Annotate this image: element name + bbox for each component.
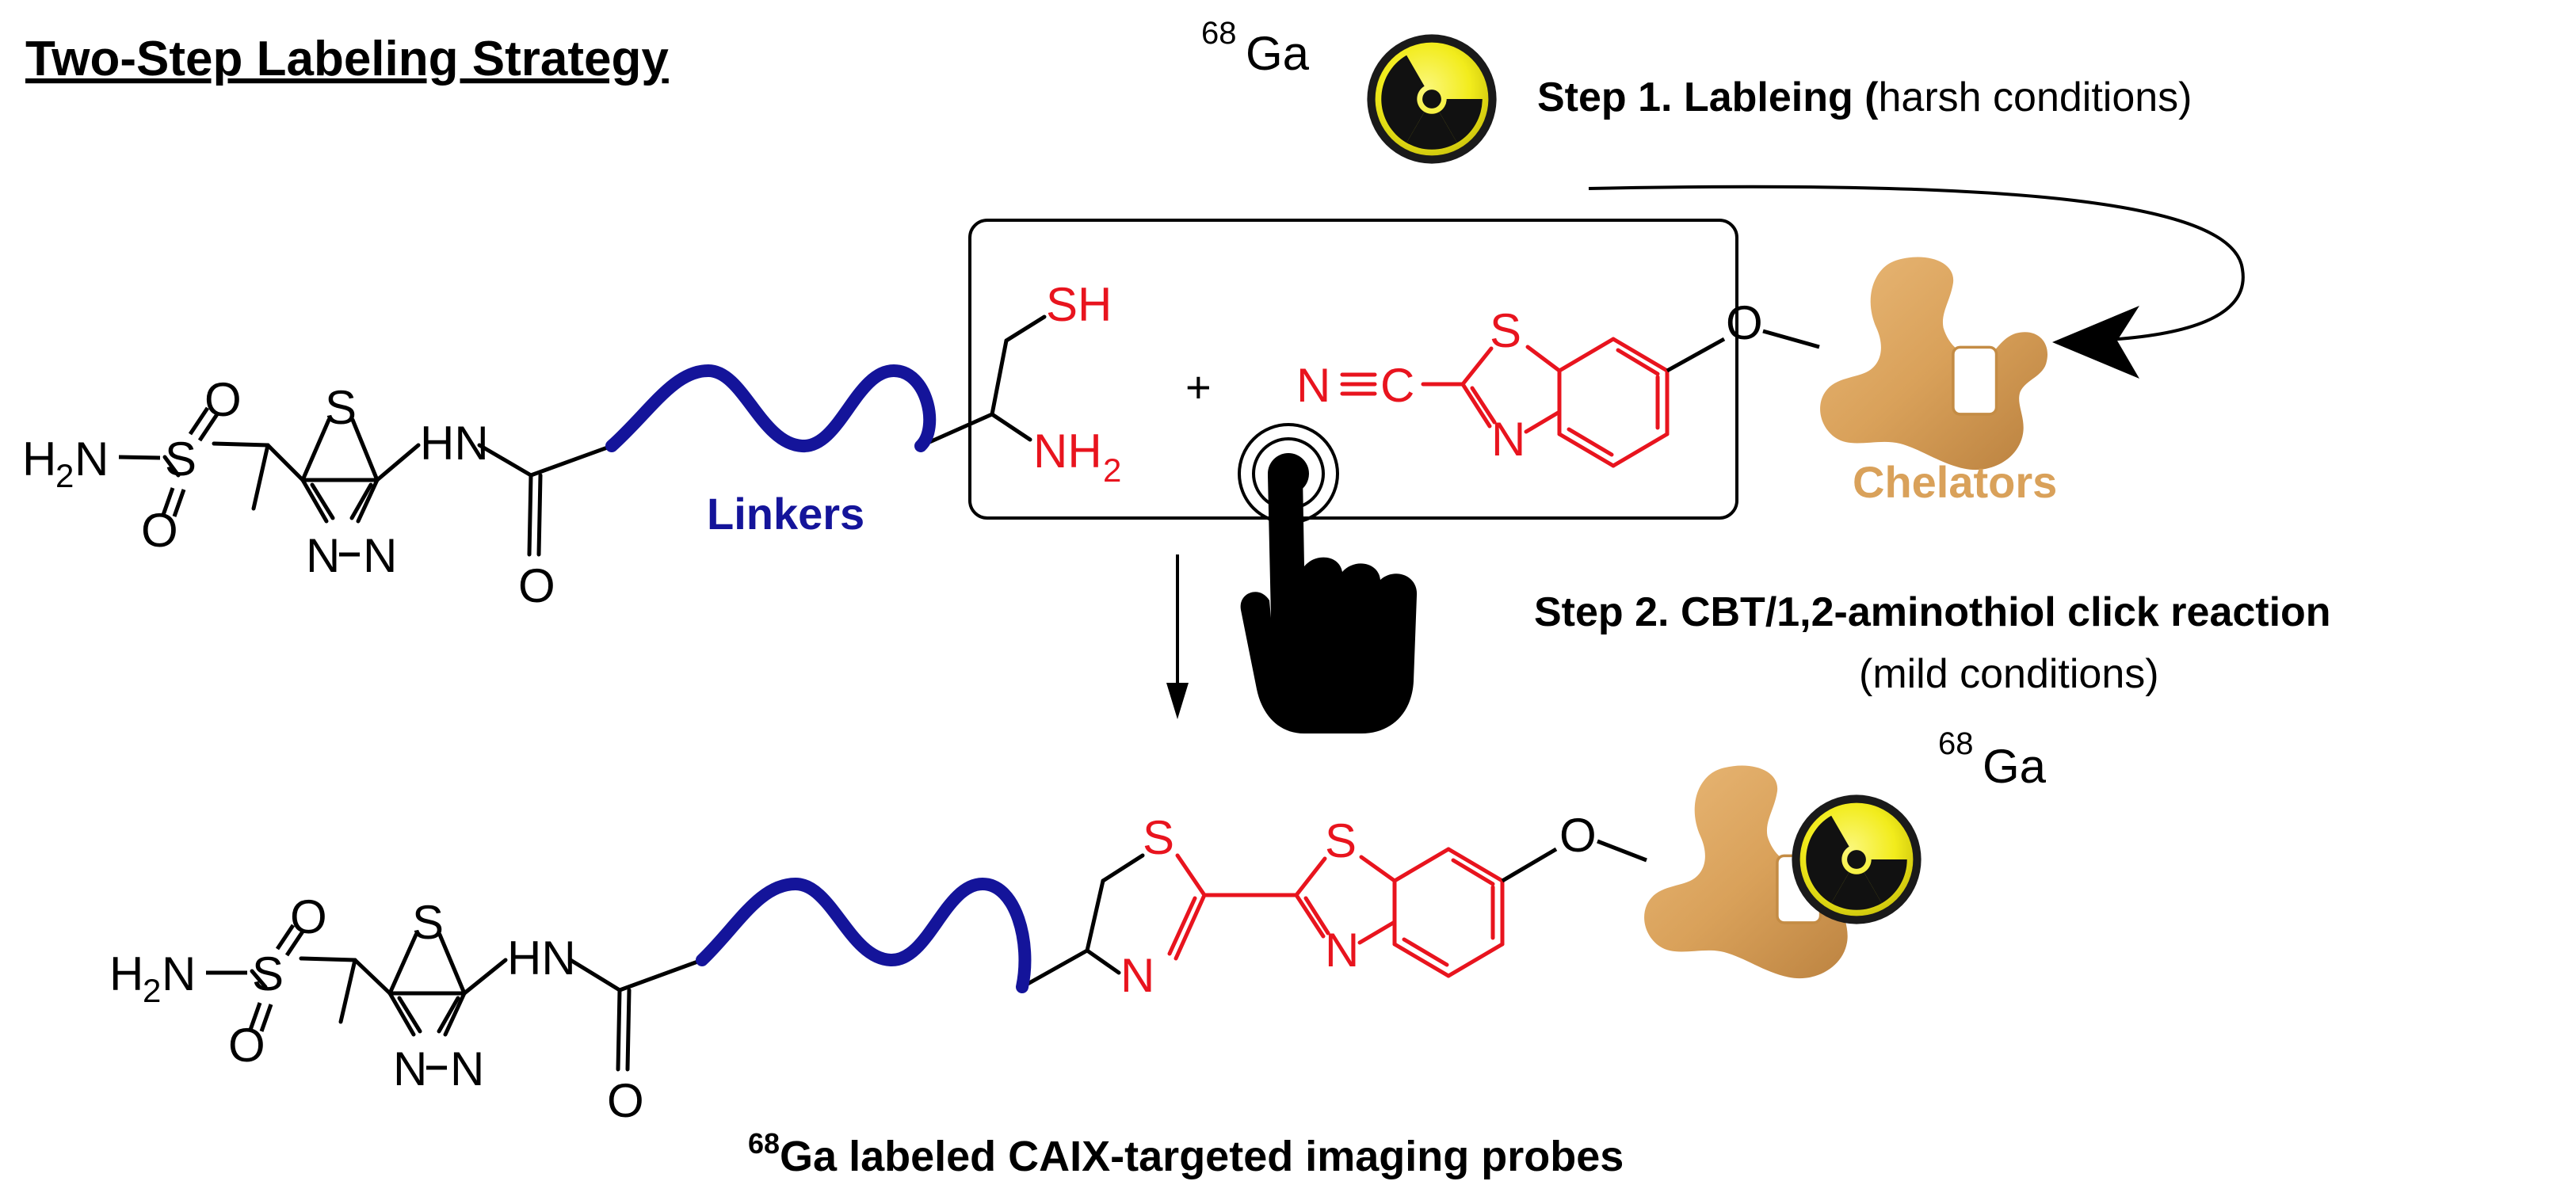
- top-thiadiazole-n2: N: [363, 529, 397, 582]
- product-isotope-mass: 68: [1938, 726, 1974, 761]
- bottom-thiadiazole-s: S: [412, 896, 444, 949]
- bottom-thiazoline-n: N: [1120, 949, 1154, 1002]
- bottom-thiadiazole-n1: N: [393, 1042, 427, 1095]
- bottom-h2n-n: N: [162, 947, 196, 1000]
- radioactive-icon: [1367, 34, 1497, 165]
- top-amide-o: O: [518, 559, 555, 612]
- top-h2n-n: N: [74, 432, 109, 486]
- bottom-h2n-sub: 2: [143, 972, 161, 1009]
- tap-gesture-icon: [1238, 423, 1418, 733]
- top-so-bond1: [188, 406, 210, 436]
- bottom-benzothiazole-s: S: [1325, 814, 1357, 867]
- chelator-icon: [1818, 255, 2049, 471]
- top-thiadiazole-s: S: [325, 381, 357, 434]
- bottom-thiadiazole-n2: N: [450, 1042, 484, 1095]
- bottom-thiazoline-s: S: [1143, 811, 1174, 864]
- scheme-title: Two-Step Labeling Strategy: [25, 32, 669, 86]
- product-caption-text: Ga labeled CAIX-targeted imaging probes: [780, 1133, 1624, 1180]
- curved-arrow-icon: [1588, 185, 2245, 342]
- top-sulfonyl-o2: O: [141, 504, 178, 557]
- bottom-amide-hn: HN: [507, 932, 576, 985]
- cbt-cyano-c: C: [1380, 359, 1414, 412]
- step2-label: Step 2. CBT/1,2-aminothiol click reactio…: [1534, 589, 2331, 635]
- step1-label-bold: Step 1. Lableing (: [1537, 74, 1879, 120]
- bottom-so-bond2b: [259, 1004, 273, 1032]
- aminothiol-nh-sub: 2: [1103, 452, 1121, 489]
- curved-arrow-head: [2052, 306, 2139, 379]
- bottom-h2n-h: H: [109, 947, 143, 1000]
- top-precursor: [162, 314, 1047, 557]
- down-arrow-head: [1166, 683, 1189, 719]
- bottom-red-rings: [1167, 847, 1505, 978]
- top-amide-hn: HN: [420, 417, 489, 470]
- step1-label: Step 1. Lableing (harsh conditions): [1537, 74, 2192, 120]
- top-h2n-h: H: [22, 432, 56, 486]
- bottom-product: [250, 853, 1145, 1072]
- linkers-label: Linkers: [707, 489, 864, 539]
- bottom-amide-o: O: [607, 1074, 644, 1127]
- aminothiol-nh: NH: [1033, 425, 1102, 478]
- cbt-molecule: [1340, 337, 1670, 468]
- cbt-thiazole-s: S: [1490, 304, 1521, 357]
- bottom-so-bond1: [275, 924, 296, 951]
- bottom-so-bond1b: [284, 930, 305, 957]
- top-n-s-bond: [118, 455, 161, 460]
- bottom-ether-o: O: [1559, 809, 1597, 862]
- cbt-ether-o: O: [1726, 296, 1763, 349]
- bottom-so-bond2: [248, 1002, 262, 1031]
- top-so-bond2b: [172, 489, 186, 517]
- top-h2n-sub: 2: [55, 457, 74, 494]
- top-so-bond1b: [197, 413, 219, 442]
- product-caption-sup: 68: [748, 1127, 780, 1160]
- bottom-linker-wave: [696, 877, 1032, 993]
- cbt-thiazole-n: N: [1491, 413, 1525, 466]
- top-so-bond2: [161, 487, 175, 516]
- aminothiol-sh: SH: [1046, 278, 1112, 331]
- product-caption: 68Ga labeled CAIX-targeted imaging probe…: [748, 1127, 1624, 1180]
- top-thiadiazole-n1: N: [306, 529, 340, 582]
- top-linker-wave: [605, 364, 937, 452]
- bottom-sulfonyl-s: S: [252, 947, 284, 1000]
- bottom-sulfonyl-o1: O: [290, 890, 327, 943]
- reaction-box: [968, 219, 1738, 520]
- plus-sign: +: [1185, 362, 1212, 412]
- cbt-o-chelator-bond: [1762, 329, 1820, 349]
- bottom-o-chelator-bond: [1597, 839, 1647, 863]
- step2-condition: (mild conditions): [1859, 651, 2159, 697]
- step1-isotope-mass: 68: [1201, 16, 1237, 51]
- bottom-benzothiazole-n: N: [1325, 924, 1359, 977]
- product-isotope-symbol: Ga: [1983, 740, 2047, 793]
- bottom-sulfonyl-o2: O: [228, 1019, 265, 1072]
- cbt-cyano-n: N: [1296, 359, 1330, 412]
- chelators-label: Chelators: [1853, 457, 2057, 507]
- step1-isotope-symbol: Ga: [1246, 27, 1310, 80]
- step1-condition: harsh conditions): [1879, 74, 2192, 120]
- cbt-ether-bond: [1666, 337, 1726, 373]
- product-radioactive-icon: [1792, 794, 1922, 925]
- top-sulfonyl-o1: O: [204, 373, 242, 426]
- top-sulfonyl-s: S: [165, 432, 197, 486]
- bottom-ether-bond: [1501, 847, 1558, 883]
